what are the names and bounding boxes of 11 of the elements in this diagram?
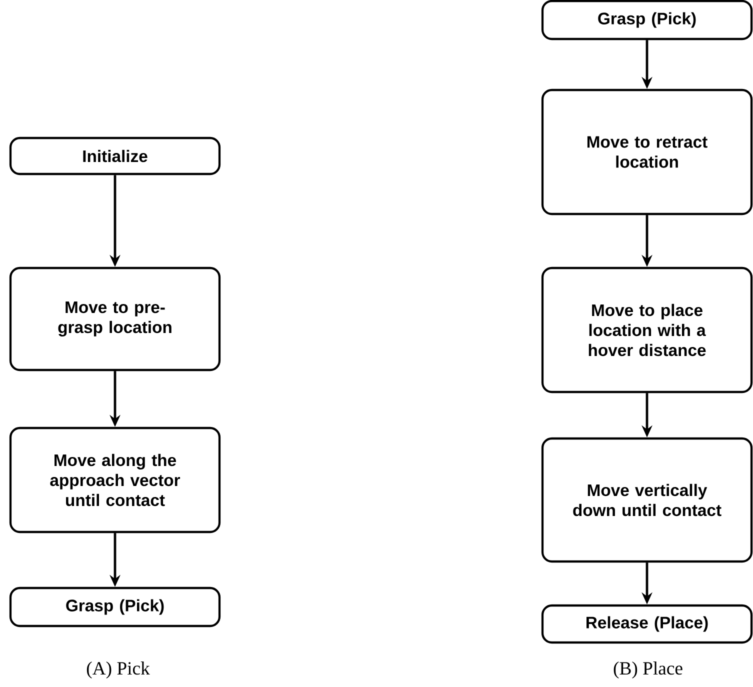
process-box: Release (Place) bbox=[541, 604, 753, 644]
process-box: Move along the approach vector until contact bbox=[9, 426, 221, 534]
process-box: Move vertically down until contact bbox=[541, 437, 753, 563]
process-box: Initialize bbox=[9, 136, 221, 176]
process-box: Grasp (Pick) bbox=[541, 0, 753, 40]
process-box: Move to place location with a hover distance bbox=[541, 266, 753, 394]
process-box: Move to pre-grasp location bbox=[9, 266, 221, 372]
figure-caption: (B) Place bbox=[614, 662, 682, 678]
process-box: Grasp (Pick) bbox=[9, 586, 221, 628]
figure-caption: (A) Pick bbox=[86, 662, 150, 678]
process-box: Move to retract location bbox=[541, 88, 753, 216]
